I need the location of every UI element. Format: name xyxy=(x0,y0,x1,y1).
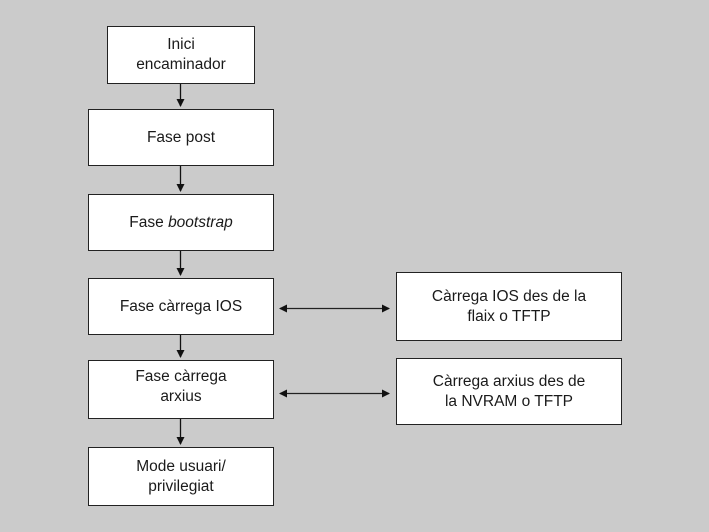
node-label-line: privilegiat xyxy=(148,477,214,495)
node-label-line: Càrrega IOS des de la xyxy=(431,287,587,305)
node-label-line: Càrrega arxius des de xyxy=(432,372,586,390)
node-label-prefix: Fase xyxy=(129,213,169,231)
node-mode-usuari-privilegiat: Mode usuari/privilegiat xyxy=(88,447,274,506)
node-fase-carrega-arxius: Fase càrrega arxius xyxy=(88,360,274,419)
node-label: Fase bootstrap xyxy=(129,213,232,233)
node-label: Fase post xyxy=(146,128,216,146)
node-fase-post: Fase post xyxy=(88,109,274,166)
node-label-line: encaminador xyxy=(136,56,226,73)
node-label-line: la NVRAM o TFTP xyxy=(444,392,574,410)
node-fase-carrega-ios: Fase càrrega IOS xyxy=(88,278,274,335)
node-inici-encaminador: Inici encaminador xyxy=(107,26,255,84)
node-label-line: Mode usuari/ xyxy=(136,457,226,475)
node-carrega-ios-source: Càrrega IOS des de la flaix o TFTP xyxy=(396,272,622,341)
node-label-line: flaix o TFTP xyxy=(467,307,551,325)
node-label-line: Fase càrrega xyxy=(135,367,227,385)
node-label: Fase càrrega IOS xyxy=(119,297,243,315)
node-label-line: Inici xyxy=(167,36,195,53)
node-label-italic: bootstrap xyxy=(168,213,233,231)
node-label-line: arxius xyxy=(160,387,202,405)
node-carrega-arxius-source: Càrrega arxius des de la NVRAM o TFTP xyxy=(396,358,622,425)
node-fase-bootstrap: Fase bootstrap xyxy=(88,194,274,251)
